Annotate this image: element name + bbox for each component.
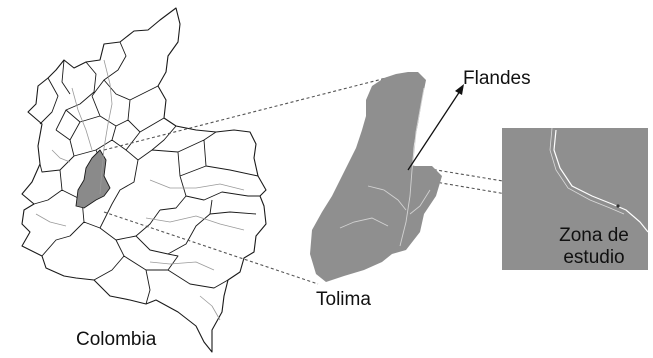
study-zone-shape	[502, 128, 648, 270]
flandes-label: Flandes	[463, 68, 531, 89]
colombia-rivers	[35, 59, 245, 321]
tolima-shape	[310, 72, 442, 282]
connector-colombia-tolima-top	[103, 73, 403, 151]
colombia-map	[21, 7, 267, 353]
tolima-highlight	[75, 149, 111, 209]
connector-tolima-zone-top	[411, 165, 619, 201]
study-zone-river	[553, 129, 649, 233]
arrow-head	[455, 84, 464, 95]
study-zone-label-line2: estudio	[563, 247, 625, 268]
study-zone-map	[502, 127, 649, 270]
tolima-map	[310, 72, 442, 282]
tolima-rivers	[339, 87, 431, 247]
flandes-arrow	[407, 84, 464, 171]
colombia-label: Colombia	[76, 329, 157, 350]
connector-colombia-tolima-bottom	[103, 211, 319, 285]
study-zone-point	[616, 204, 620, 208]
tolima-label: Tolima	[316, 289, 371, 310]
study-zone-river-edge	[549, 127, 625, 215]
colombia-outline	[21, 7, 267, 353]
study-zone-label-line1: Zona de	[559, 225, 629, 246]
